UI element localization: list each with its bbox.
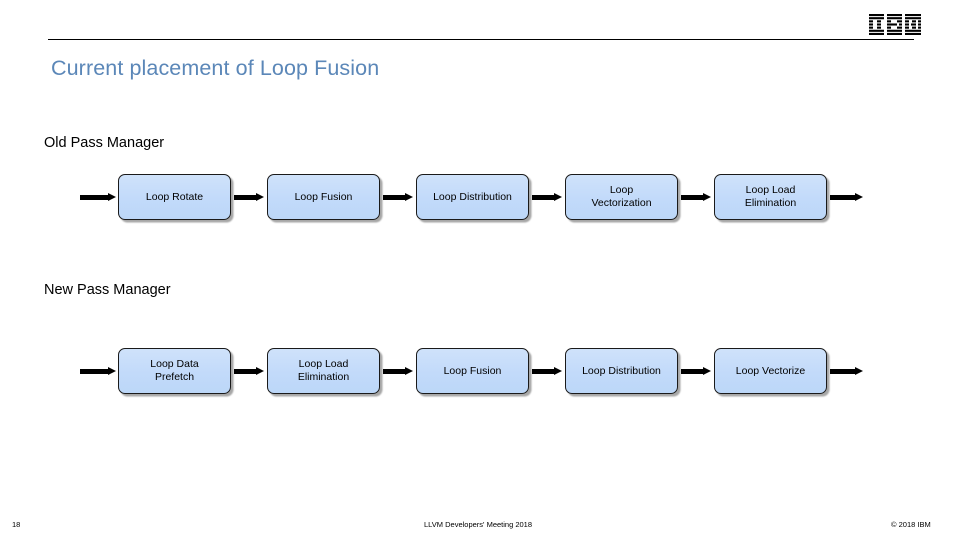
arrow-head-icon [108,367,116,375]
arrow-head-icon [405,193,413,201]
pass-box-label: Loop Vectorize [735,364,806,377]
arrow-shaft [681,369,703,374]
pass-box-label: Loop Fusion [294,190,353,203]
pipeline-arrow-trail [830,193,863,201]
header-divider [48,39,914,40]
arrow-shaft [830,195,855,200]
pass-box-label: Loop Distribution [582,364,661,377]
ibm-logo [869,14,921,35]
footer-event-name: LLVM Developers' Meeting 2018 [424,520,533,529]
arrow-head-icon [405,367,413,375]
pipeline-arrow-trail [830,367,863,375]
arrow-shaft [80,195,108,200]
arrow-shaft [681,195,703,200]
arrow-shaft [830,369,855,374]
footer-page-number: 18 [12,520,21,529]
arrow-head-icon [703,367,711,375]
pass-box-label: Loop Data Prefetch [150,358,199,383]
pipeline-arrow-lead [80,193,116,201]
pass-box-label: Loop Vectorization [591,184,652,209]
pass-box: Loop Load Elimination [267,348,380,394]
page-title: Current placement of Loop Fusion [51,56,380,80]
pass-box: Loop Distribution [416,174,529,220]
pass-box: Loop Vectorization [565,174,678,220]
arrow-head-icon [554,367,562,375]
section-heading-new-pass-manager: New Pass Manager [44,282,171,298]
pass-box-label: Loop Load Elimination [297,358,350,383]
arrow-head-icon [256,367,264,375]
pass-box: Loop Load Elimination [714,174,827,220]
arrow-shaft [234,195,256,200]
pipeline-arrow [383,193,413,201]
arrow-head-icon [855,367,863,375]
pipeline-arrow [532,367,562,375]
pipeline-arrow [681,367,711,375]
pipeline-arrow [234,193,264,201]
arrow-shaft [383,369,405,374]
pass-box: Loop Fusion [416,348,529,394]
pipeline-new-pass-manager: Loop Data Prefetch Loop Load Elimination L… [0,341,960,401]
arrow-shaft [234,369,256,374]
arrow-shaft [383,195,405,200]
pass-box-label: Loop Rotate [145,190,204,203]
arrow-head-icon [554,193,562,201]
arrow-shaft [532,195,554,200]
pass-box: Loop Vectorize [714,348,827,394]
pass-box: Loop Data Prefetch [118,348,231,394]
pipeline-arrow [234,367,264,375]
pipeline-arrow [383,367,413,375]
section-heading-old-pass-manager: Old Pass Manager [44,135,165,151]
pass-box: Loop Rotate [118,174,231,220]
pipeline-arrow [532,193,562,201]
arrow-head-icon [256,193,264,201]
pass-box-label: Loop Distribution [433,190,512,203]
arrow-head-icon [703,193,711,201]
arrow-head-icon [855,193,863,201]
arrow-head-icon [108,193,116,201]
arrow-shaft [532,369,554,374]
pass-box: Loop Fusion [267,174,380,220]
arrow-shaft [80,369,108,374]
pass-box-label: Loop Load Elimination [744,184,797,209]
pass-box: Loop Distribution [565,348,678,394]
pipeline-old-pass-manager: Loop Rotate Loop Fusion Loop Distribution L… [0,167,960,227]
footer-copyright: © 2018 IBM [891,520,931,529]
pipeline-arrow [681,193,711,201]
pipeline-arrow-lead [80,367,116,375]
pass-box-label: Loop Fusion [443,364,502,377]
